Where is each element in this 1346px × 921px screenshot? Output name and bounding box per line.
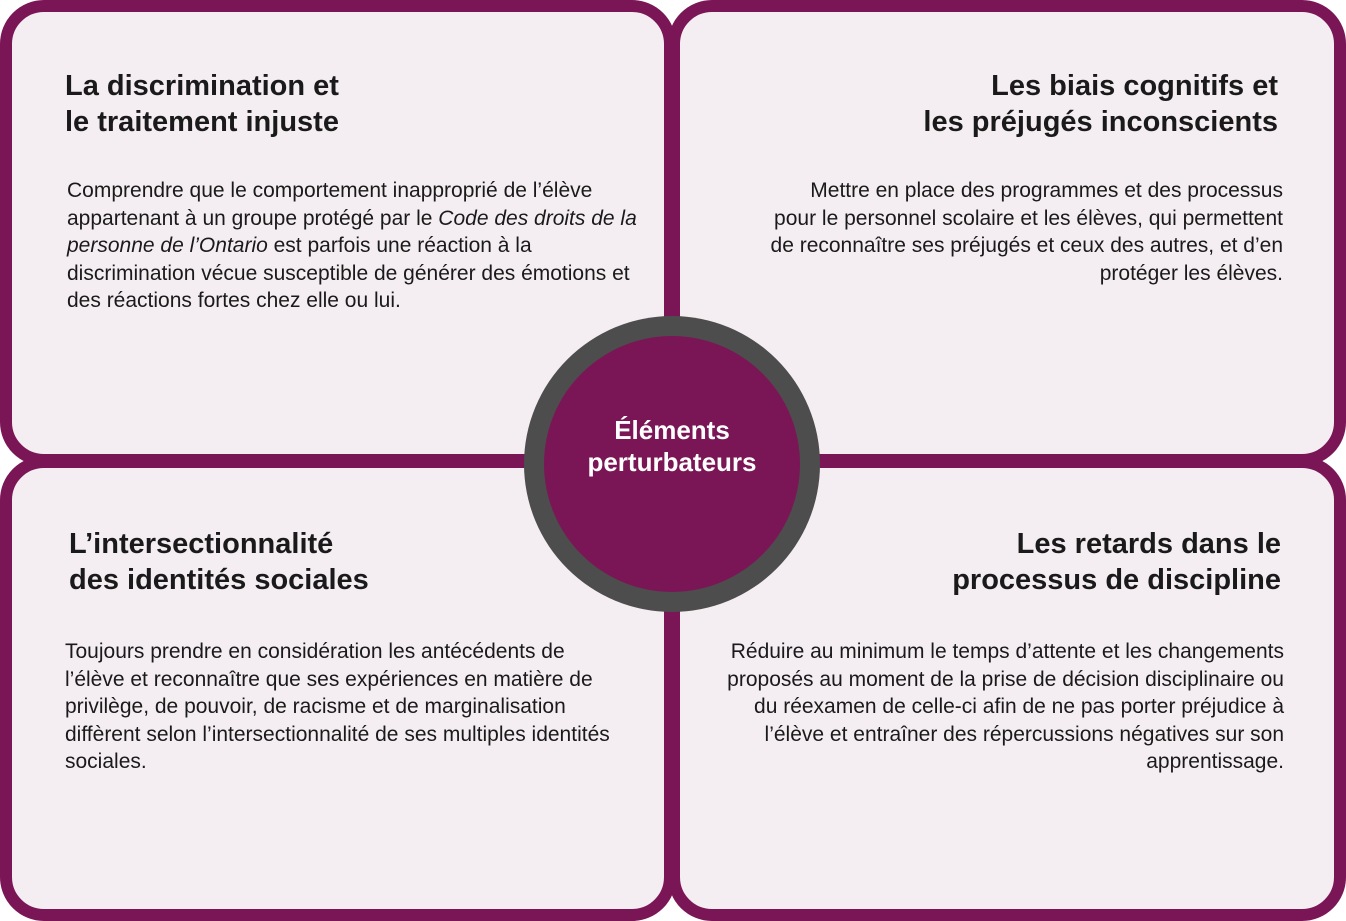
quadrant-body: Toujours prendre en considération les an… <box>65 640 610 774</box>
quadrant-discipline-delays: Les retards dans le processus de discipl… <box>668 456 1346 921</box>
quadrant-body: Mettre en place des programmes et des pr… <box>770 179 1283 285</box>
center-circle-inner: Éléments perturbateurs <box>544 336 800 592</box>
center-label: Éléments perturbateurs <box>587 415 757 477</box>
quadrant-title: L’intersectionnalité des identités socia… <box>69 528 369 596</box>
quadrant-title: Les retards dans le processus de discipl… <box>952 528 1281 596</box>
quadrant-body: Réduire au minimum le temps d’attente et… <box>727 640 1284 774</box>
quadrant-title: La discrimination et le traitement injus… <box>65 70 339 138</box>
quadrant-discrimination: La discrimination et le traitement injus… <box>0 0 676 466</box>
body-text-italic: Code des droits de la personne de l’Onta… <box>67 206 637 258</box>
body-text: est parfois une réaction à la discrimina… <box>67 234 630 313</box>
quadrant-intersectionality: L’intersectionnalité des identités socia… <box>0 456 676 921</box>
body-text: Comprendre que le comportement inappropr… <box>67 179 593 230</box>
quadrant-title: Les biais cognitifs et les préjugés inco… <box>923 70 1278 138</box>
center-circle: Éléments perturbateurs <box>524 316 820 612</box>
quadrant-body: Comprendre que le comportement inappropr… <box>67 177 637 315</box>
